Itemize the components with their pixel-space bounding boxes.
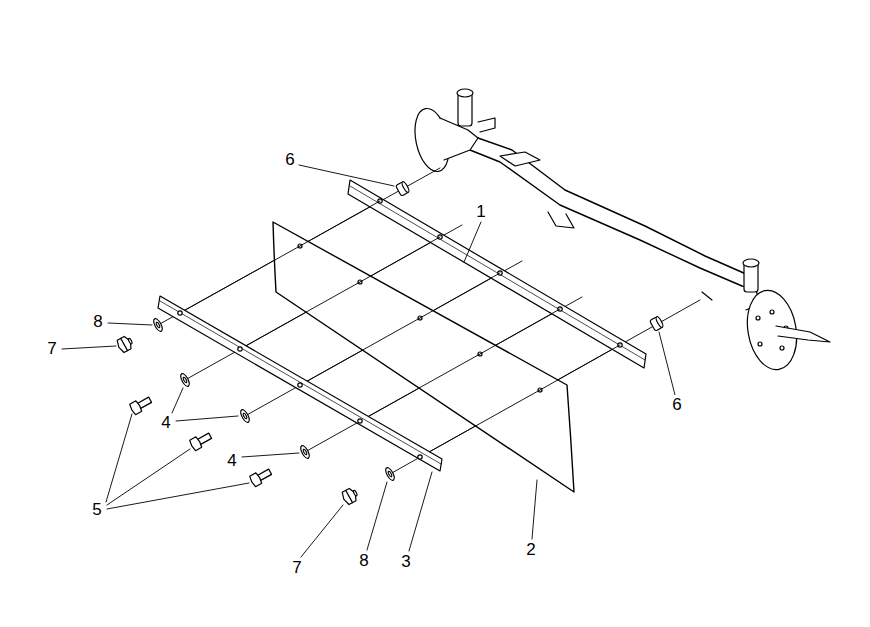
hex-bolt (129, 394, 273, 487)
callout-holder: 6 (671, 396, 682, 414)
callout-holder: 4 (226, 452, 237, 470)
leader-lines (62, 165, 675, 557)
callout-holder: 7 (291, 559, 302, 577)
callout-holder: 5 (91, 501, 102, 519)
callout-number: 2 (525, 540, 536, 559)
callout-holder: 7 (46, 340, 57, 358)
washer (152, 317, 396, 481)
callout-number: 7 (46, 339, 57, 358)
callout-holder: 1 (475, 203, 486, 221)
callout-number: 8 (358, 551, 369, 570)
callout-number: 3 (400, 552, 411, 571)
callout-number: 6 (671, 395, 682, 414)
washer (396, 181, 665, 331)
callout-number: 4 (226, 451, 237, 470)
front-axle (410, 89, 830, 374)
callout-holder: 2 (525, 541, 536, 559)
callout-holder: 4 (160, 414, 171, 432)
assembly-lines-front (180, 201, 620, 457)
front-strip (158, 296, 442, 471)
hex-nut (115, 334, 359, 505)
callout-number: 5 (91, 500, 102, 519)
callout-holder: 6 (284, 151, 295, 169)
callout-holder: 8 (92, 313, 103, 331)
callout-holder: 3 (400, 553, 411, 571)
callout-number: 6 (284, 150, 295, 169)
callout-number: 1 (475, 202, 486, 221)
callout-number: 8 (92, 312, 103, 331)
callout-holder: 8 (358, 552, 369, 570)
callout-number: 4 (160, 413, 171, 432)
callout-number: 7 (291, 558, 302, 577)
